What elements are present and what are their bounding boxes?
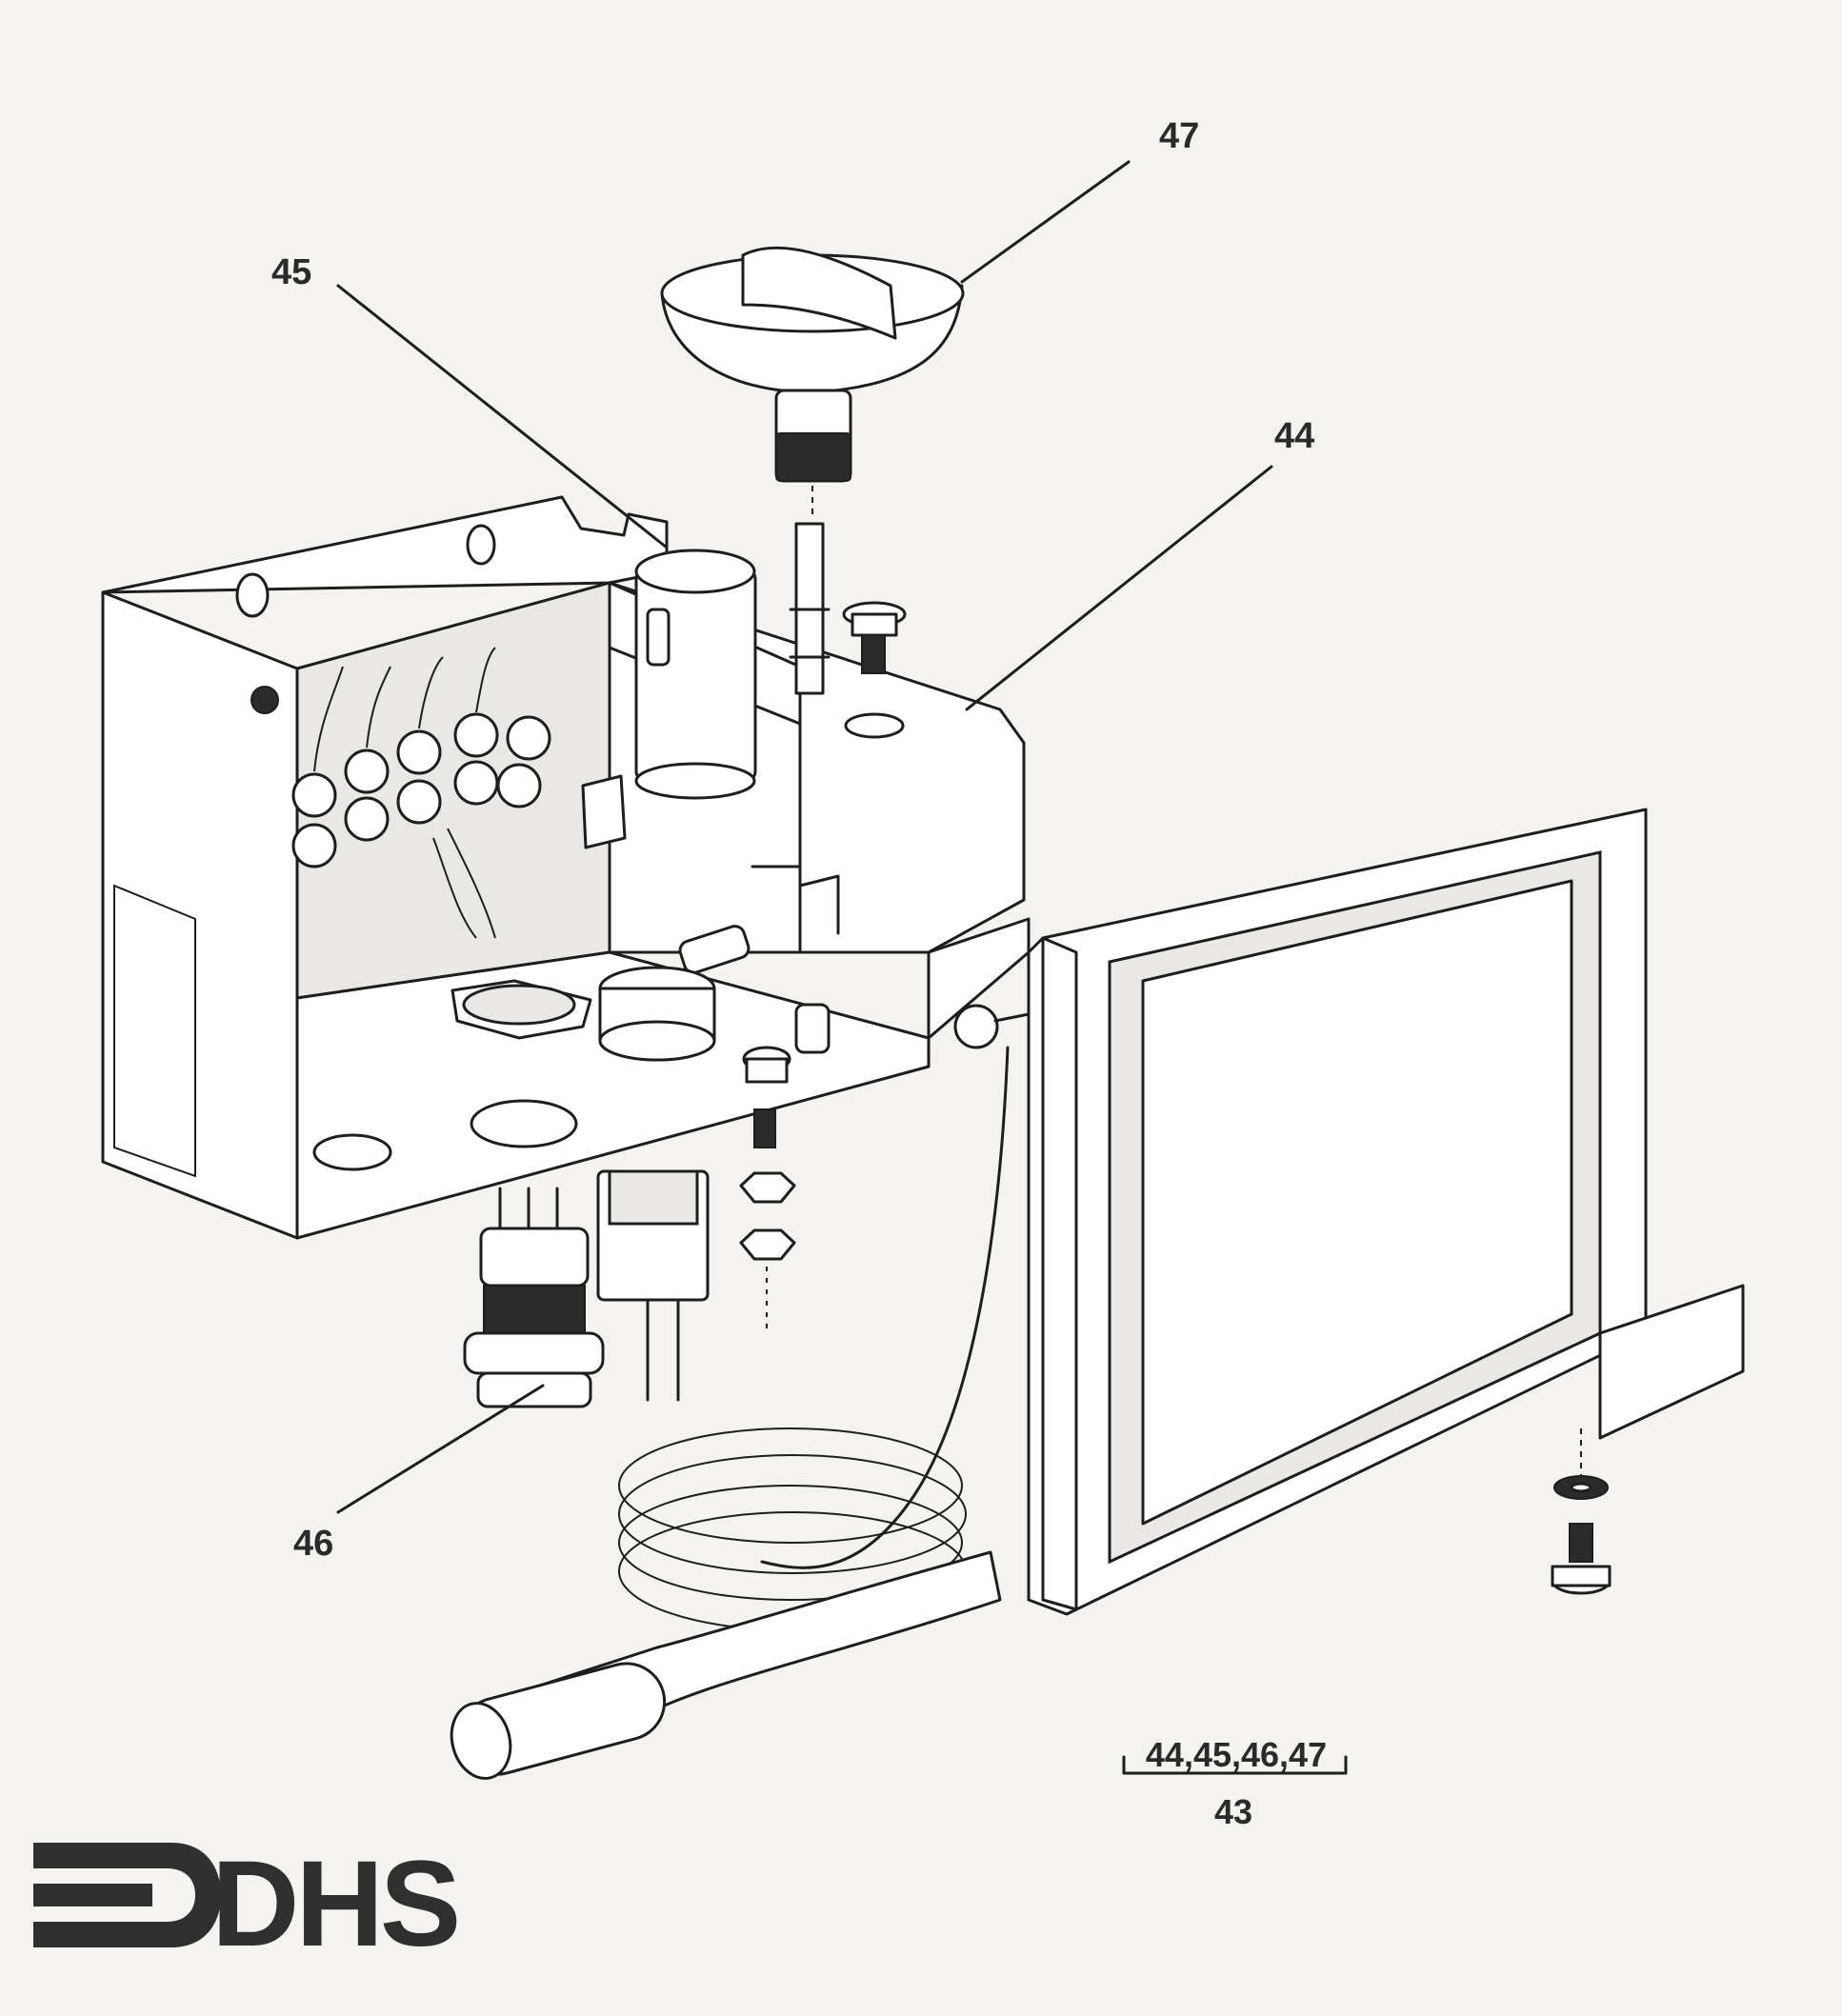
leader-47 xyxy=(960,160,1131,284)
control-knob xyxy=(660,246,965,519)
top-screw xyxy=(842,601,907,739)
small-pin xyxy=(794,1003,831,1054)
screw-and-nuts xyxy=(739,1046,796,1328)
assembly-reference: 44,45,46,47 43 xyxy=(1122,1735,1348,1831)
lock-nut-and-gland xyxy=(450,966,716,1402)
dhs-logo: DHS xyxy=(33,1836,461,1972)
callout-46: 46 xyxy=(293,1524,333,1564)
logo-text: DHS xyxy=(211,1836,457,1972)
terminal-block xyxy=(291,647,551,939)
sensor-bulb xyxy=(450,1550,1002,1780)
control-housing xyxy=(101,495,1031,1240)
logo-mark-icon xyxy=(33,1843,221,1947)
leader-44 xyxy=(965,465,1273,711)
leader-46 xyxy=(336,1384,545,1514)
callout-45: 45 xyxy=(271,252,311,292)
callout-44: 44 xyxy=(1274,416,1314,456)
assembly-parent: 43 xyxy=(1214,1792,1252,1831)
assembly-items: 44,45,46,47 xyxy=(1146,1735,1327,1774)
relay-unit xyxy=(581,522,1026,974)
leader-45 xyxy=(336,284,669,549)
callout-47: 47 xyxy=(1159,116,1199,156)
sensor-socket xyxy=(463,1187,605,1408)
cover-panel xyxy=(1027,808,1745,1616)
panel-screw xyxy=(1551,1428,1612,1595)
